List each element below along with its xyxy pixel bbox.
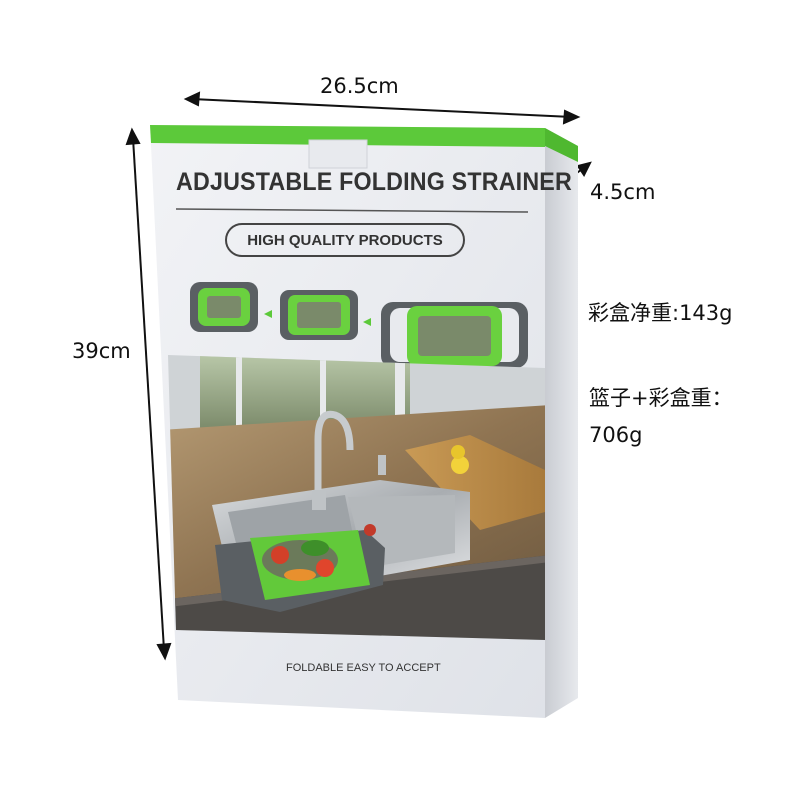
total-weight-label-line2: 706g [589,423,643,447]
width-arrow [183,91,581,125]
box-top-band [150,125,545,147]
strainer-stage-3 [381,302,528,368]
height-label: 39cm [72,339,131,363]
box-side-face [545,128,578,718]
strainer-stage-2 [280,290,358,340]
kitchen-photo [168,355,545,640]
width-label: 26.5cm [320,74,399,98]
box-badge: HIGH QUALITY PRODUCTS [225,223,465,257]
box-footer: FOLDABLE EASY TO ACCEPT [286,662,441,674]
box-weight-label: 彩盒净重:143g [588,301,733,325]
box-title: ADJUSTABLE FOLDING STRAINER [176,168,572,196]
depth-label: 4.5cm [590,180,656,204]
height-arrow [125,127,172,661]
strainer-stage-1 [190,282,258,332]
total-weight-label-line1: 篮子+彩盒重： [589,386,733,410]
